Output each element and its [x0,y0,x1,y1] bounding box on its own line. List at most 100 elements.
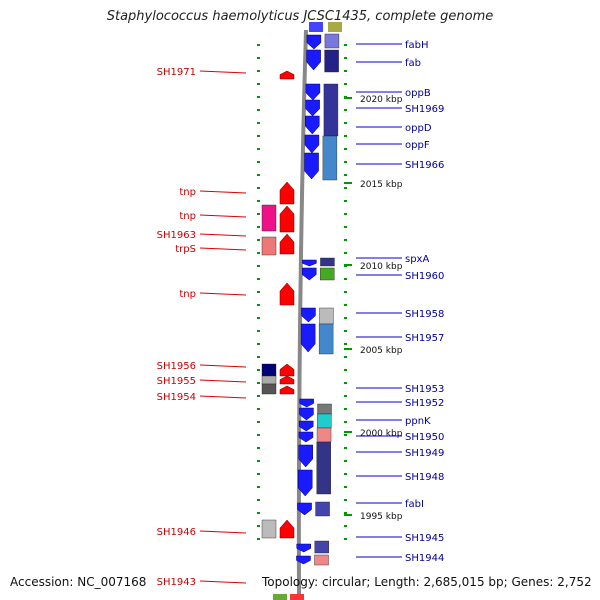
tick-mark-right [344,252,347,254]
right-gene-label: SH1953 [405,384,444,395]
tick-mark-right [344,200,347,202]
tick-mark-right [344,343,347,345]
tick-mark-right [344,57,347,59]
tick-mark-right [344,44,347,46]
tick-mark-left [257,356,260,358]
right-gene-label: SH1957 [405,333,444,344]
tick-mark-left [257,408,260,410]
right-gene-label: fab [405,58,421,69]
similarity-block-right [323,83,339,137]
left-gene-label: SH1943 [157,577,196,588]
similarity-block-right [314,540,329,554]
tick-mark-left [257,395,260,397]
right-gene-label: oppD [405,123,432,134]
tick-mark-right [344,135,347,137]
left-label-link [199,379,247,383]
left-label-link [199,364,247,368]
similarity-block-right [320,257,335,267]
right-gene-label: SH1969 [405,104,444,115]
tick-mark-right [344,70,347,72]
right-gene-label: SH1960 [405,271,444,282]
left-label-link [199,247,247,251]
tick-mark-left [257,135,260,137]
left-label-link [199,233,247,237]
tick-mark-left [257,44,260,46]
tick-mark-left [257,486,260,488]
forward-gene-arrow [279,181,295,205]
tick-mark-right [344,109,347,111]
right-gene-label: SH1948 [405,472,444,483]
topology-text: Topology: circular; Length: 2,685,015 bp… [262,575,592,589]
tick-mark-left [257,525,260,527]
reverse-gene-arrow [304,152,319,180]
reverse-gene-arrow [298,420,314,432]
reverse-gene-arrow [304,134,320,154]
forward-gene-arrow [279,70,295,80]
tick-mark-left [257,538,260,540]
similarity-block-left [261,236,277,256]
left-label-link [199,70,247,74]
tick-mark-right [344,122,347,124]
forward-gene-arrow [279,375,295,385]
tick-mark-right [344,395,347,397]
similarity-block-right [324,49,339,73]
tick-mark-left [257,421,260,423]
gene-fragment-bottom [290,594,304,600]
right-gene-label: oppF [405,140,430,151]
right-gene-label: SH1950 [405,432,444,443]
reverse-gene-arrow [298,444,313,468]
left-gene-label: tnp [179,211,196,222]
tick-mark-right [344,512,347,514]
similarity-block-left [261,375,277,385]
reverse-gene-arrow [298,431,314,443]
reverse-gene-arrow [306,49,321,71]
tick-mark-right [344,538,347,540]
tick-mark-left [257,226,260,228]
similarity-block-left [261,383,277,395]
forward-gene-arrow [279,385,295,395]
left-label-link [199,395,247,399]
similarity-block-left [261,519,277,539]
tick-mark-right [344,473,347,475]
tick-mark-right [344,408,347,410]
forward-gene-arrow [279,233,295,255]
tick-mark-left [257,317,260,319]
tick-mark-right [344,174,347,176]
left-gene-label: tnp [179,289,196,300]
forward-gene-arrow [279,282,295,306]
tick-mark-right [344,421,347,423]
reverse-gene-arrow [302,259,317,267]
reverse-gene-arrow [301,267,317,281]
reverse-gene-arrow [305,99,320,117]
tick-mark-left [257,343,260,345]
tick-mark-right [344,213,347,215]
tick-mark-left [257,382,260,384]
reverse-gene-arrow [301,307,316,323]
tick-mark-right [344,317,347,319]
reverse-gene-arrow [296,555,311,565]
tick-mark-right [344,356,347,358]
gene-fragment-top [309,22,323,32]
tick-mark-left [257,447,260,449]
reverse-gene-arrow [299,398,314,408]
tick-mark-right [344,447,347,449]
reverse-gene-arrow [305,115,320,135]
right-gene-label: SH1944 [405,553,444,564]
tick-mark-left [257,512,260,514]
gene-fragment-bottom [273,594,287,600]
tick-mark-right [344,278,347,280]
tick-mark-left [257,200,260,202]
tick-mark-left [257,70,260,72]
tick-mark-left [257,304,260,306]
tick-mark-right [344,486,347,488]
forward-gene-arrow [279,519,295,539]
gene-fragment-top [328,22,342,32]
tick-mark-left [257,239,260,241]
tick-mark-left [257,187,260,189]
scale-label: 2000 kbp [360,429,403,439]
tick-mark-left [257,122,260,124]
tick-mark-right [344,83,347,85]
tick-mark-right [344,304,347,306]
tick-mark-left [257,148,260,150]
